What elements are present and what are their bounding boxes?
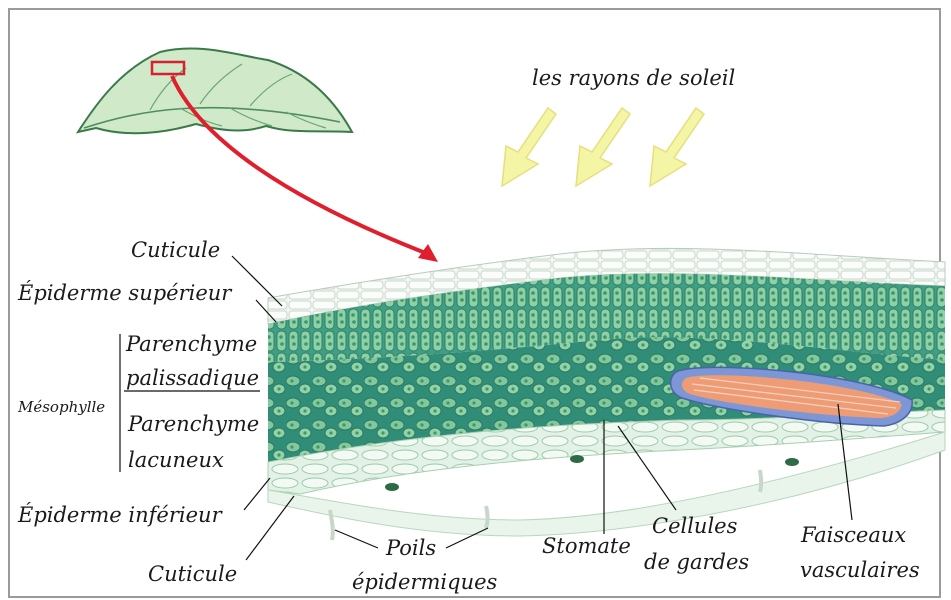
label-parenchyme-lacuneux-2: lacuneux — [128, 450, 224, 471]
stoma-dot — [385, 483, 399, 491]
label-poils-1: Poils — [386, 538, 436, 559]
label-parenchyme-lacuneux-1: Parenchyme — [128, 414, 259, 435]
label-cellules-1: Cellules — [652, 516, 737, 537]
leaf-illustration — [78, 48, 352, 133]
label-mesophylle: Mésophylle — [18, 400, 105, 415]
sun-rays-arrows — [502, 108, 704, 186]
stoma-dot — [570, 455, 584, 463]
label-faisceaux-2: vasculaires — [800, 560, 920, 581]
label-parenchyme-palissadique-2: palissadique — [126, 368, 259, 389]
sun-rays-title: les rayons de soleil — [532, 68, 735, 89]
label-cellules-2: de gardes — [644, 552, 749, 573]
label-epiderme-superieur: Épiderme supérieur — [18, 283, 231, 304]
label-cuticule-bottom: Cuticule — [148, 564, 237, 585]
label-parenchyme-palissadique-1: Parenchyme — [126, 334, 257, 355]
label-poils-2: épidermiques — [352, 572, 497, 593]
stoma-dot — [785, 458, 799, 466]
label-stomate: Stomate — [542, 536, 631, 557]
label-epiderme-inferieur: Épiderme inférieur — [18, 505, 222, 526]
label-faisceaux-1: Faisceaux — [801, 525, 906, 546]
label-cuticule-top: Cuticule — [131, 240, 220, 261]
leaf-cross-section — [268, 248, 945, 540]
